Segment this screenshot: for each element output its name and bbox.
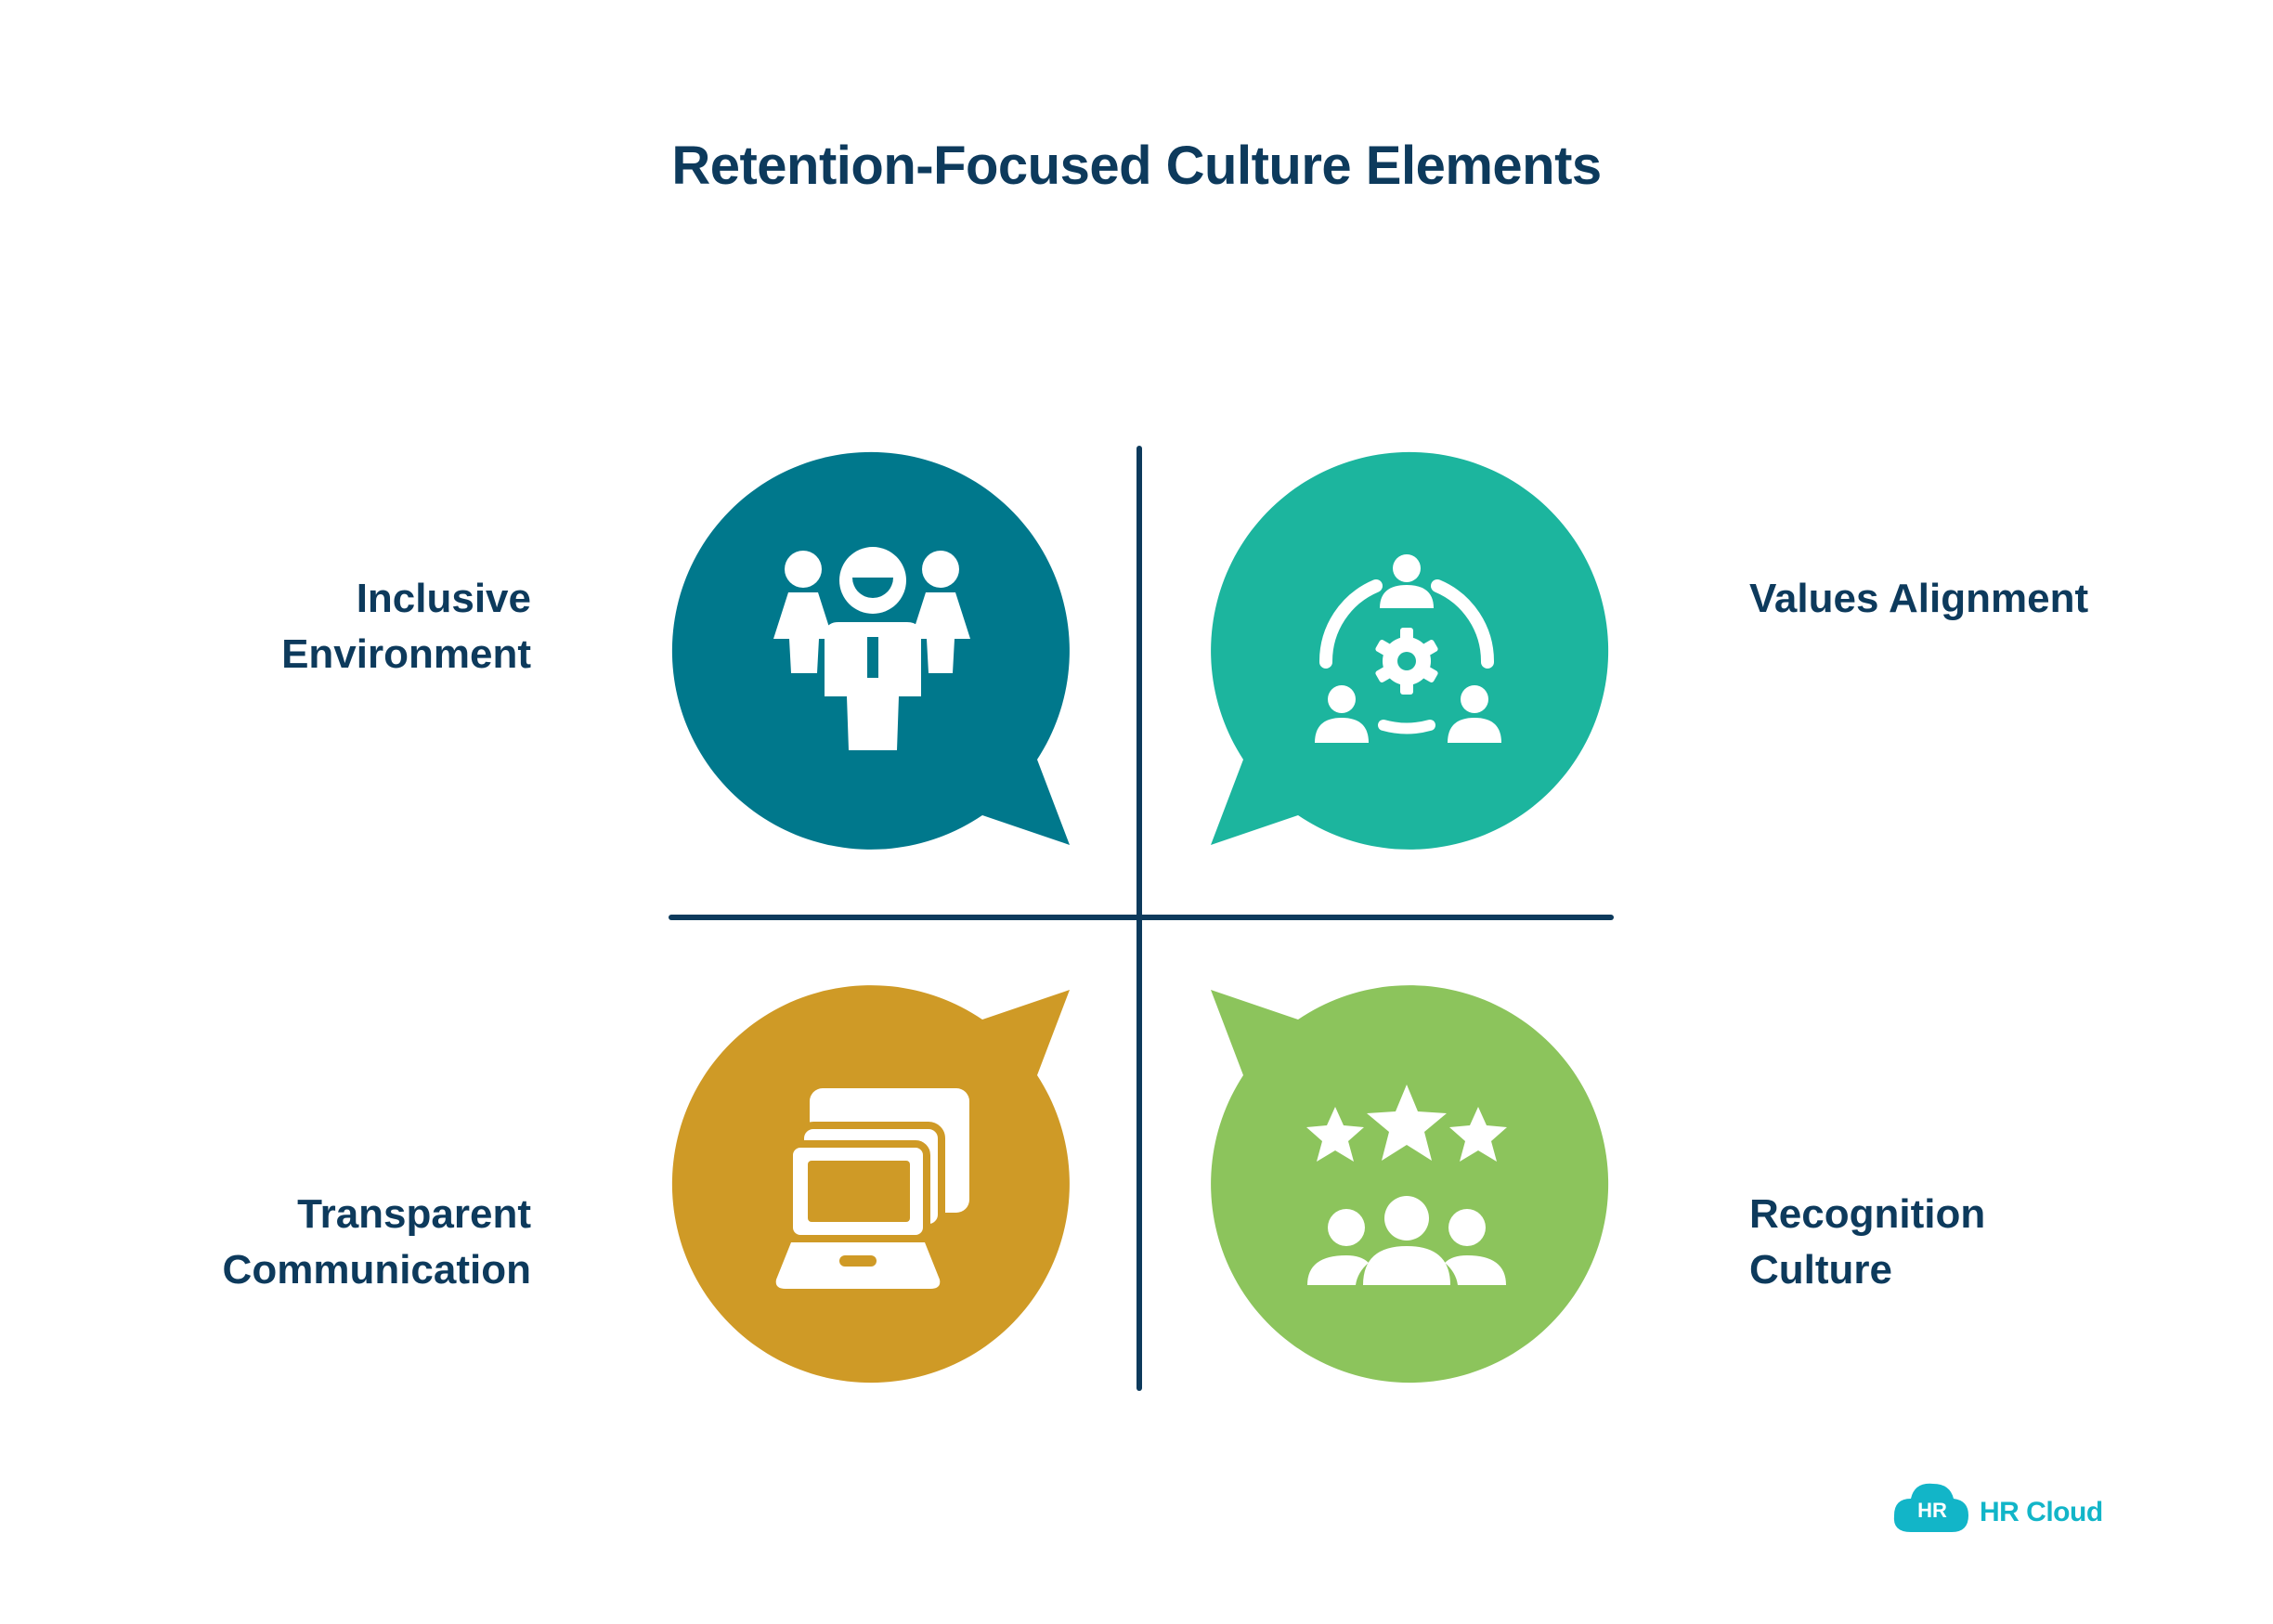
laptop-chat-icon (775, 1088, 969, 1289)
stars-people-icon (1306, 1085, 1507, 1285)
bubble-inclusive-environment (671, 451, 1070, 850)
logo-badge: HR (1917, 1499, 1947, 1522)
page-title: Retention-Focused Culture Elements (671, 136, 1602, 196)
team-people-icon (773, 547, 970, 750)
label-inclusive-environment: Inclusive Environment (281, 576, 531, 677)
label-transparent-communication: Transparent Communication (222, 1191, 531, 1293)
label-values-alignment: Values Alignment (1749, 576, 2089, 621)
logo-name: HR Cloud (1980, 1497, 2103, 1527)
hr-cloud-logo-icon (1893, 1483, 1968, 1532)
bubble-recognition-culture (1211, 985, 1609, 1384)
gear-people-icon (1315, 554, 1501, 743)
bubble-transparent-communication (671, 985, 1070, 1384)
bubble-values-alignment (1211, 451, 1609, 850)
label-recognition-culture: Recognition Culture (1749, 1191, 1986, 1293)
